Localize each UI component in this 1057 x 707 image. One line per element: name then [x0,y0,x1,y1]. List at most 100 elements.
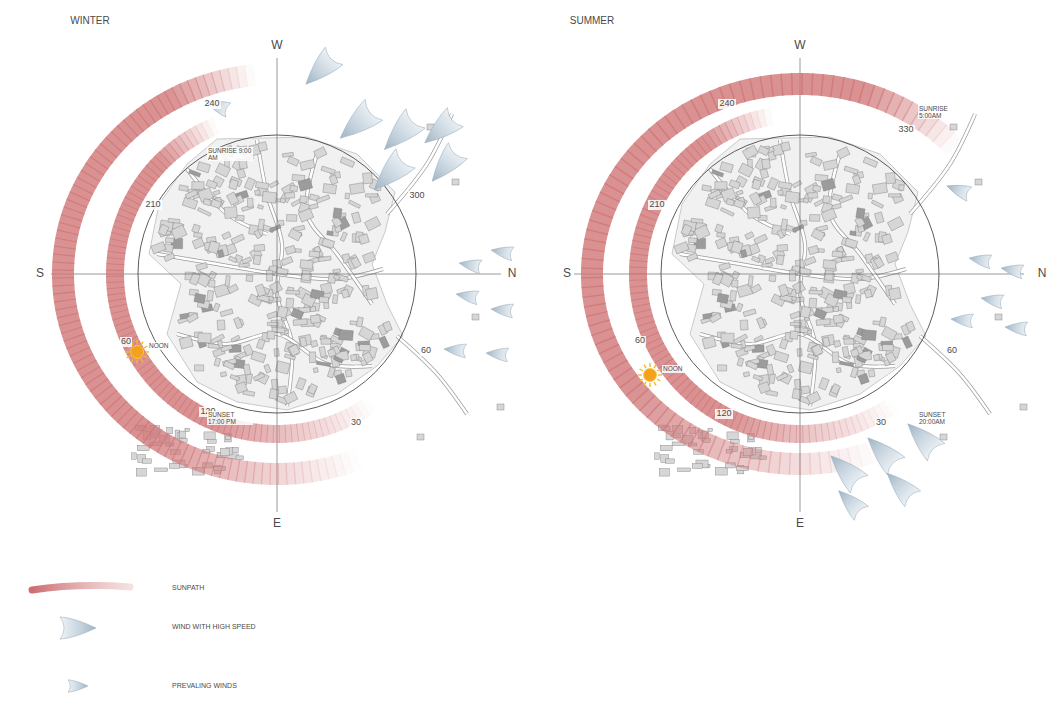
sunpath-segment [66,308,68,317]
building [868,193,873,199]
sunpath-segment [678,114,688,120]
building [285,245,296,254]
building [234,317,243,329]
building [774,351,789,363]
building [309,251,320,258]
building [229,256,238,263]
sunpath-segment [789,425,796,443]
sunpath-segment [654,409,662,416]
time-note: SUNRISE 5:00AM [918,105,964,119]
building [837,147,850,159]
building [856,208,865,219]
building [749,192,761,205]
building [215,163,230,177]
sunpath-band [115,126,371,434]
sunpath-segment [297,432,304,433]
prevailing-wind-arrow [1000,261,1024,278]
sun-disc [131,346,144,359]
building [813,185,821,191]
sunpath-segment [701,143,707,147]
sunpath-segment [194,133,200,136]
sunpath-segment [581,268,603,279]
building [349,183,364,195]
sunpath-segment [644,317,646,324]
sun-ray [644,382,646,385]
building [197,208,211,217]
building [792,296,797,301]
sunpath-segment [847,425,854,427]
building [715,224,724,233]
building [702,185,712,192]
sunpath-segment [94,378,99,385]
sunpath-segment [592,286,593,297]
building [845,238,858,248]
sunpath-segment [214,81,223,83]
sunpath-segment [640,396,648,404]
building [221,448,230,456]
building [717,365,726,371]
sunpath-segment [677,378,682,383]
sunpath-segment [734,125,741,128]
sunpath-segment [595,304,597,314]
prevailing-wind-arrow [980,291,1004,308]
sunpath-segment [597,314,600,324]
building [340,157,355,168]
sunpath-segment [149,434,157,439]
sunpath-segment [69,217,71,225]
sunpath-segment [206,83,215,86]
sunpath-segment [86,175,90,183]
road-edge [710,169,790,234]
high-speed-wind-arrow [417,108,464,153]
building [836,368,841,373]
sunpath-segment [742,89,753,92]
prevailing-wind-arrow [490,302,513,318]
sunpath-segment [127,206,130,212]
building [745,232,754,240]
building [889,194,901,197]
compass-axis [800,58,801,512]
sun-icon [638,363,662,387]
bearing-number: 120 [715,409,732,419]
sunpath-segment [682,159,687,164]
building [798,361,813,374]
sunpath-segment [752,427,759,429]
sunpath-segment [629,267,647,274]
sunpath-segment [350,459,359,462]
building [264,364,271,373]
building [844,166,858,174]
sunpath-segment [173,396,178,400]
sunpath-band [63,75,358,474]
building [182,197,197,209]
building [732,271,740,279]
building [209,280,215,287]
building [834,340,841,347]
building [769,275,776,282]
building [164,253,175,262]
building [247,198,253,207]
building [757,317,766,329]
building [753,374,763,380]
building [742,145,758,159]
sunpath-segment [595,231,597,241]
sunpath-segment [327,424,334,426]
building [694,225,710,240]
sunpath-segment [270,463,279,485]
building [155,468,168,471]
high-speed-wind-arrow [423,143,468,190]
sunpath-segment [723,94,734,98]
sunpath-segment [691,392,697,397]
road [306,154,372,304]
building [702,336,716,349]
road-edge [187,169,267,234]
building [881,234,892,245]
building [709,313,721,323]
building [351,257,362,268]
building [282,152,293,157]
building [366,287,379,300]
building [258,219,265,230]
building [752,256,761,263]
sunpath-segment [666,178,670,184]
sunpath-segment [663,125,672,132]
sunpath-segment [162,101,170,106]
building [256,339,265,350]
